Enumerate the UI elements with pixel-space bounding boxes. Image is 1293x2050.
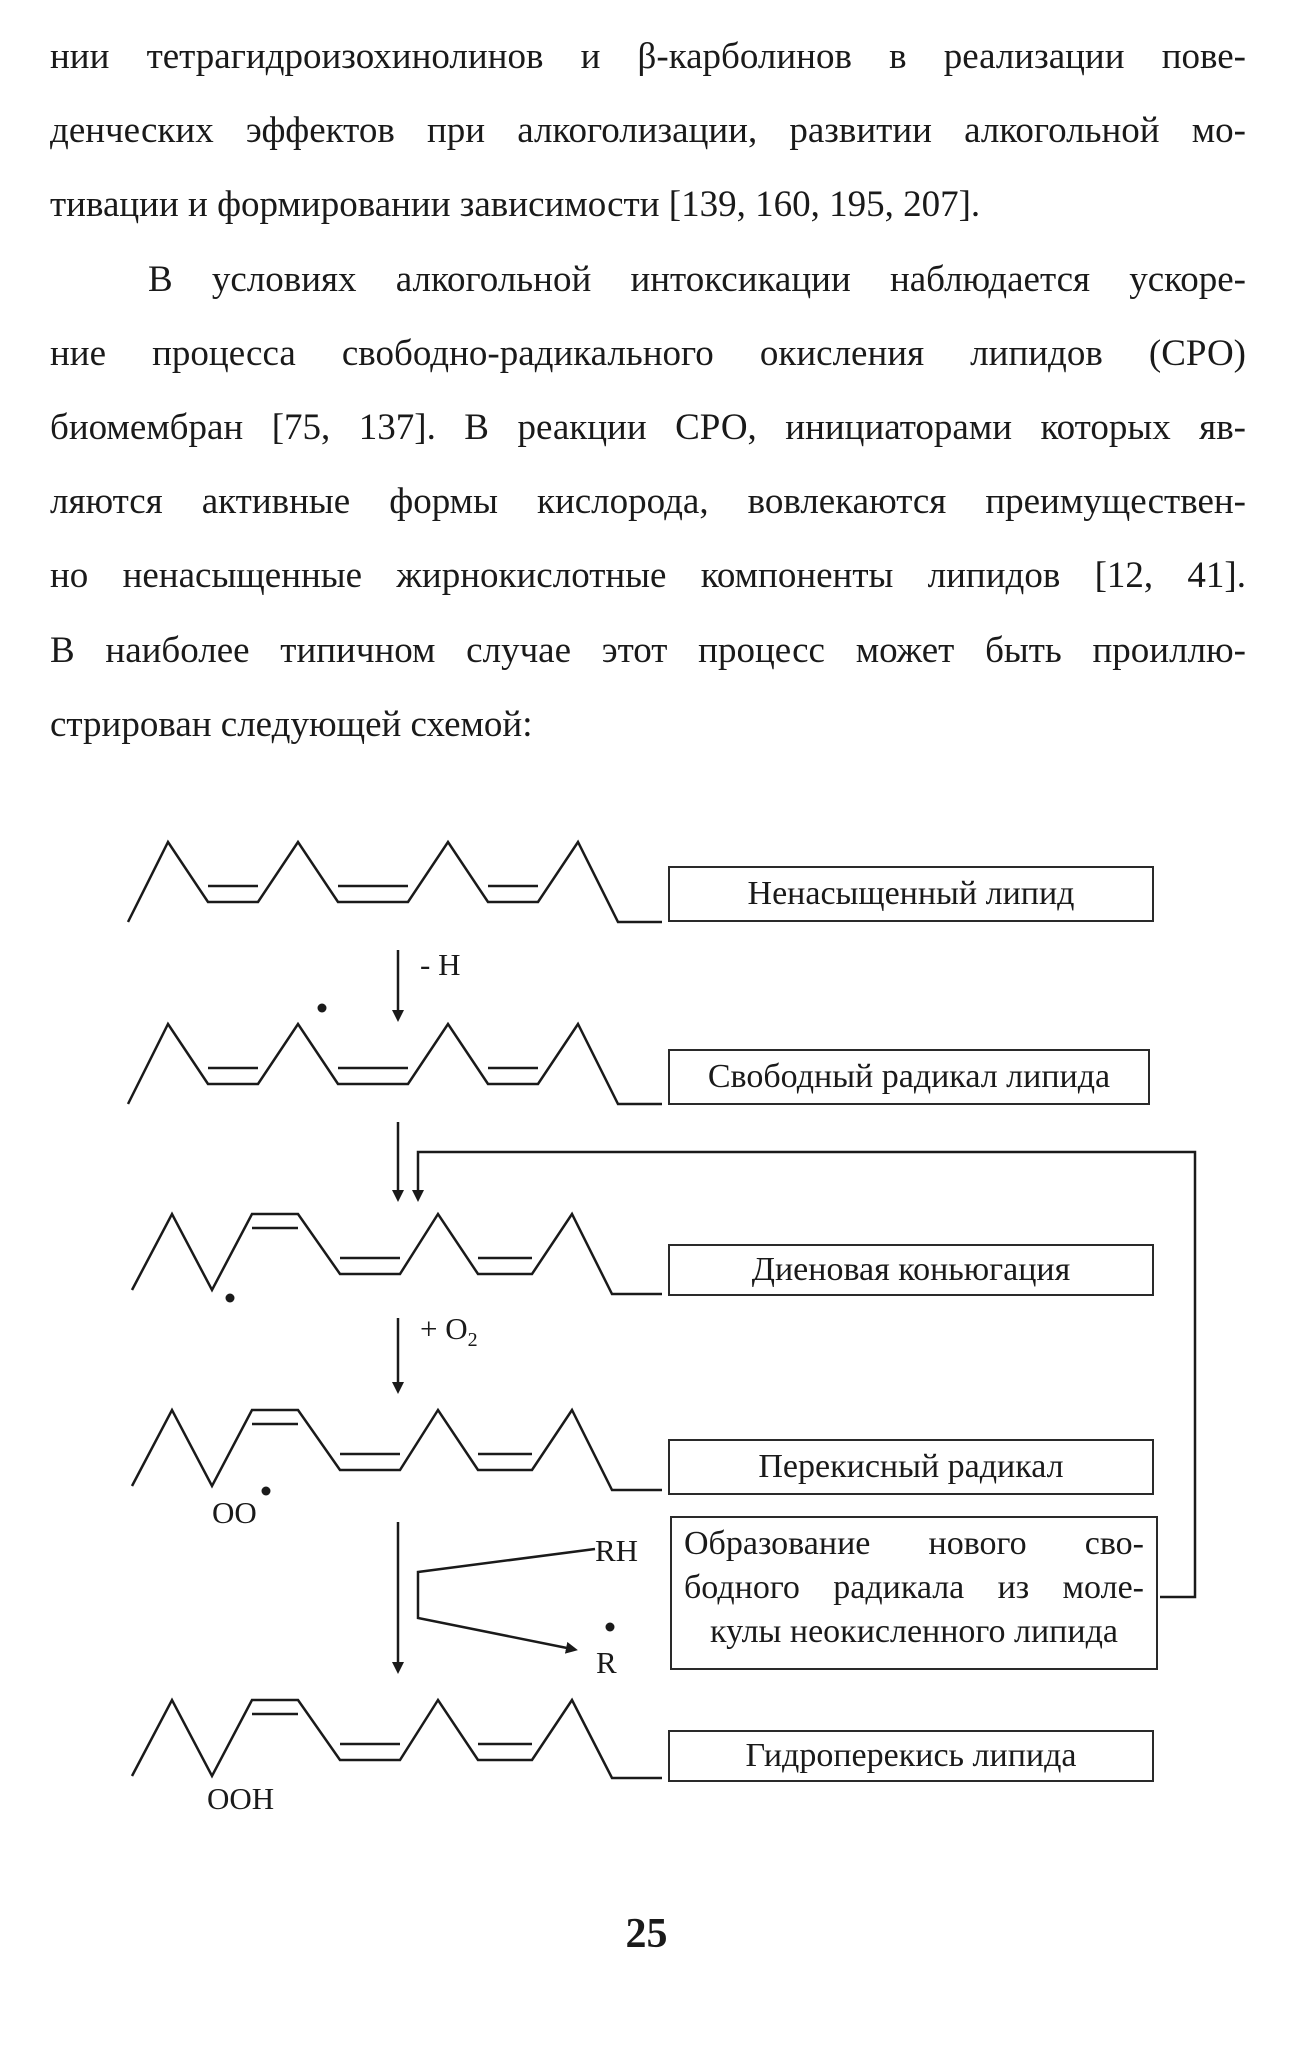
text-line: ние процесса свободно-радикального окисл…: [50, 332, 1246, 374]
body-text: нии тетрагидроизохинолинов и β-карболино…: [50, 20, 1246, 762]
rh-to-r-arrow: [416, 1547, 596, 1654]
stage-box-free-radical: Свободный радикал липида: [668, 1049, 1150, 1105]
text-line: ляются активные формы кислорода, вовлека…: [50, 481, 1246, 523]
hydroperoxide-label: OOH: [207, 1781, 275, 1816]
free-radical-chain: [126, 1021, 662, 1106]
peroxy-label: OO: [212, 1495, 257, 1530]
stage-box-peroxy-radical: Перекисный радикал: [668, 1439, 1154, 1495]
text-line: В наиболее типичном случае этот процесс …: [50, 629, 1246, 671]
unsaturated-lipid-chain: [126, 839, 662, 924]
minus-h-label: - H: [420, 947, 461, 982]
text-line: биомембран [75, 137]. В реакции СРО, ини…: [50, 407, 1246, 449]
new-radical-line: кулы неокисленного липида: [710, 1613, 1118, 1650]
new-radical-line: Образование нового сво-: [684, 1525, 1144, 1562]
feedback-loop-line: [412, 1150, 1197, 1599]
peroxy-radical-chain: [130, 1407, 662, 1492]
text-line: тивации и формировании зависимости [139,…: [50, 184, 981, 226]
stage-box-unsaturated-lipid: Ненасыщенный липид: [668, 866, 1154, 922]
radical-dot: [261, 1486, 271, 1496]
text-line: денческих эффектов при алкоголизации, ра…: [50, 110, 1246, 152]
stage-box-hydroperoxide: Гидроперекись липида: [668, 1730, 1154, 1782]
text-line: стрирован следующей схемой:: [50, 703, 533, 745]
text-line: В условиях алкогольной интоксикации набл…: [148, 258, 1246, 300]
radical-dot: [225, 1293, 235, 1303]
plus-o2-label: + O2: [420, 1311, 478, 1352]
diene-conjugate-chain: [130, 1211, 662, 1296]
stage-box-diene-conjugation: Диеновая коньюгация: [668, 1244, 1154, 1296]
rh-label: RH: [595, 1533, 639, 1568]
text-line: нии тетрагидроизохинолинов и β-карболино…: [50, 36, 1246, 77]
new-radical-box: Образование нового сво- бодного радикала…: [670, 1516, 1158, 1670]
page-number: 25: [625, 1911, 668, 1957]
radical-dot: [605, 1622, 615, 1632]
hydroperoxide-chain: [130, 1697, 662, 1780]
text-line: но ненасыщенные жирнокислотные компонент…: [50, 555, 1246, 597]
new-radical-line: бодного радикала из моле-: [684, 1569, 1144, 1606]
radical-dot: [317, 1003, 327, 1013]
r-label: R: [596, 1645, 617, 1680]
